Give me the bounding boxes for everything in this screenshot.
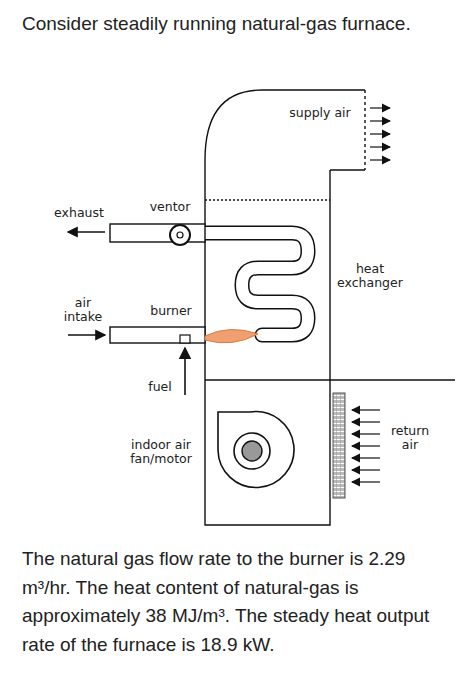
part-label: ventor xyxy=(140,200,200,214)
filter-grille xyxy=(333,393,345,498)
ventor xyxy=(68,224,205,245)
fan xyxy=(218,412,294,488)
flow-arrows xyxy=(352,108,390,482)
part-label: supply air xyxy=(288,106,352,120)
caption: The natural gas flow rate to the burner … xyxy=(22,545,447,659)
furnace-housing xyxy=(205,90,455,525)
burner xyxy=(68,327,258,395)
part-label: burner xyxy=(140,304,202,318)
part-label: indoor air fan/motor xyxy=(118,438,204,467)
part-label: air intake xyxy=(58,296,108,325)
title: Consider steadily running natural-gas fu… xyxy=(22,10,442,39)
part-label: exhaust xyxy=(48,206,110,220)
heat-exchanger-tube xyxy=(205,233,308,335)
part-label: heat exchanger xyxy=(334,262,406,291)
part-label: fuel xyxy=(140,380,180,394)
part-label: return air xyxy=(384,424,436,453)
